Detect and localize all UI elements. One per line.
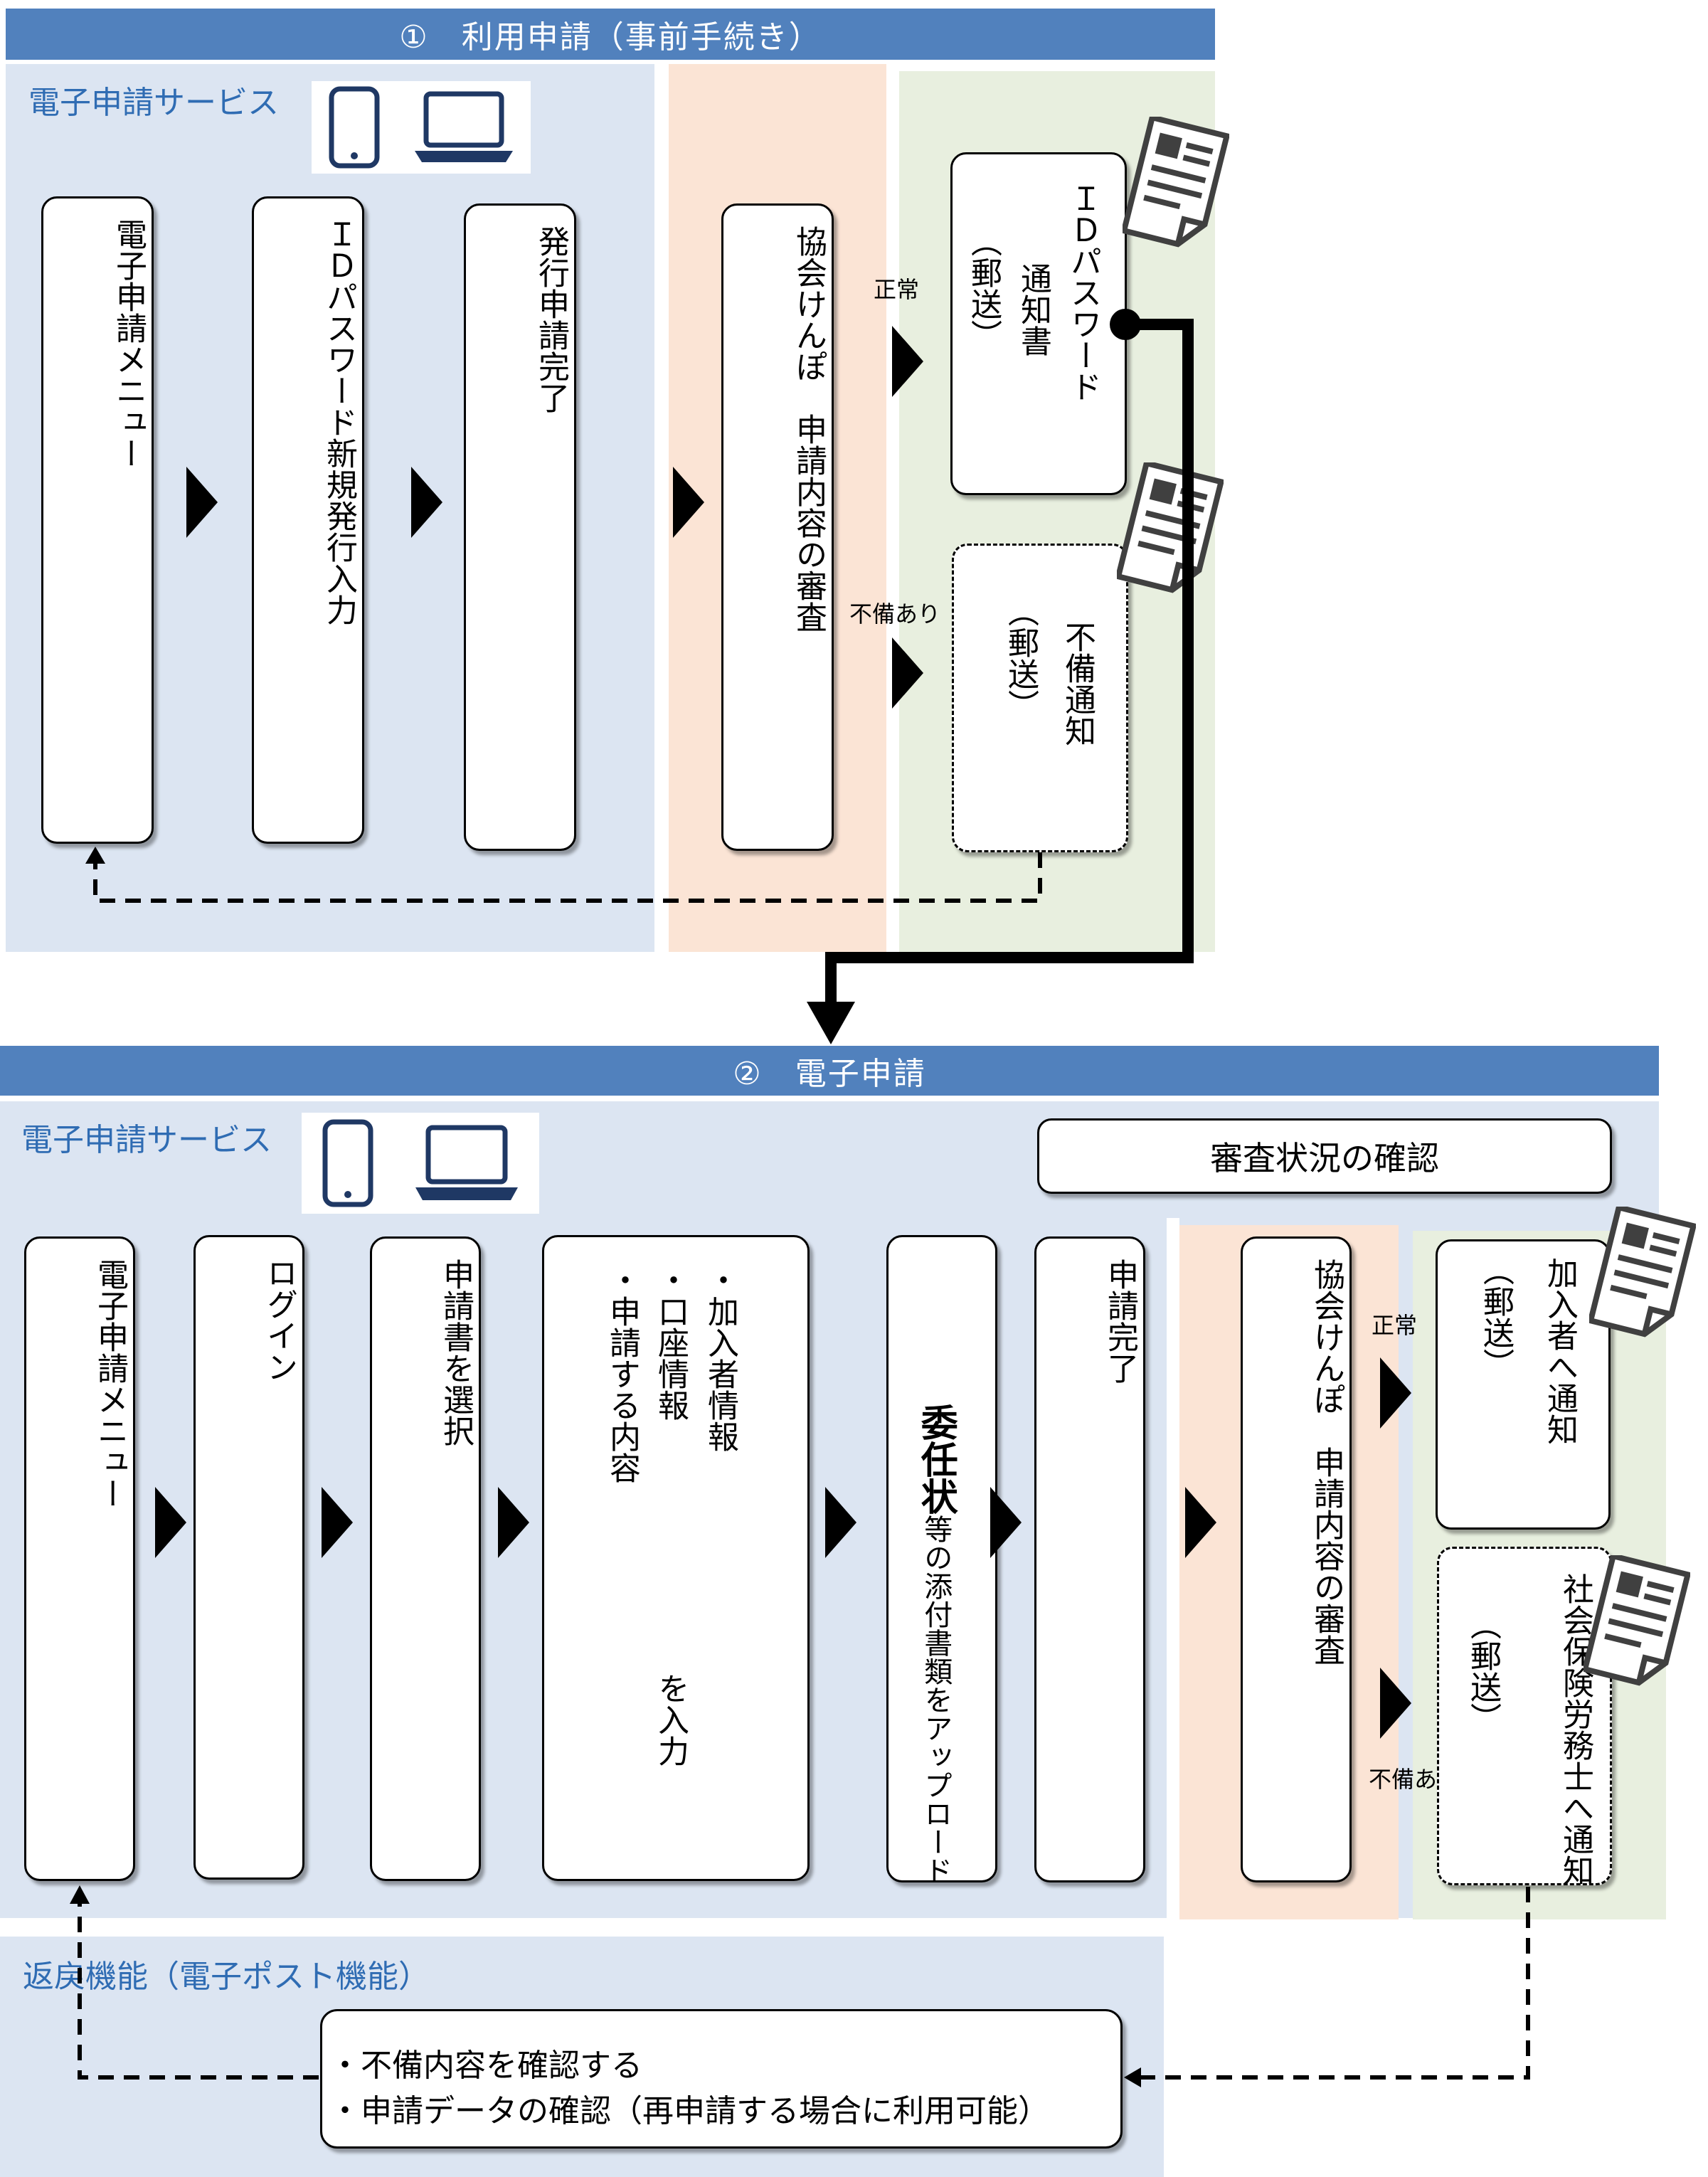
s2-sharoshi-notice-box[interactable]: 社会保険労務士へ通知 （郵送） <box>1437 1547 1612 1886</box>
document-icon <box>1584 1555 1690 1686</box>
s2-review-label: 協会けんぽ 申請内容の審査 <box>1308 1259 1344 1665</box>
s2-upload-bold: 委任状 <box>914 1404 958 1515</box>
s1-menu-label: 電子申請メニュー <box>110 218 147 469</box>
s1-id-input-label: ＩＤパスワード新規発行入力 <box>321 218 357 625</box>
s2-menu-box[interactable]: 電子申請メニュー <box>24 1236 135 1881</box>
s2-member-notice-box[interactable]: 加入者へ通知 （郵送） <box>1436 1239 1611 1530</box>
s2-login-box[interactable]: ログイン <box>193 1235 304 1880</box>
section2-white-gap <box>1167 1218 1179 1919</box>
document-icon <box>1123 117 1229 248</box>
section1-header: ① 利用申請（事前手続き） <box>6 9 1215 60</box>
s2-select-form-label: 申請書を選択 <box>437 1259 474 1446</box>
s2-apply-done-box[interactable]: 申請完了 <box>1034 1236 1145 1882</box>
s1-id-input-box[interactable]: ＩＤパスワード新規発行入力 <box>252 196 364 844</box>
s2-input-line1: ・加入者情報 <box>702 1264 738 1452</box>
section1-service-label: 電子申請サービス <box>28 85 279 121</box>
s2-arrow-1 <box>155 1487 186 1558</box>
review-status-label: 審査状況の確認 <box>1210 1139 1439 1177</box>
section2-devices <box>302 1113 539 1214</box>
s2-upload-box[interactable]: 委任状等の添付書類をアップロード <box>886 1235 997 1885</box>
s1-review-box[interactable]: 協会けんぽ 申請内容の審査 <box>721 203 834 851</box>
s2-input-line3: ・申請する内容 <box>604 1264 640 1483</box>
s1-arrow-3 <box>673 467 704 538</box>
s1-defect-notice-main: 不備通知 <box>1059 621 1096 746</box>
s1-defect-label: 不備あり <box>849 600 941 627</box>
s2-arrow-6 <box>1185 1487 1216 1558</box>
s2-input-box[interactable]: ・加入者情報 ・口座情報 ・申請する内容 を入力 <box>542 1235 810 1881</box>
s2-arrow-2 <box>322 1487 353 1558</box>
s1-review-label: 協会けんぽ 申請内容の審査 <box>790 226 827 632</box>
laptop-icon <box>415 1125 518 1200</box>
section1-header-text: ① 利用申請（事前手続き） <box>399 19 822 55</box>
return-item-1: ・不備内容を確認する <box>329 2048 642 2084</box>
s1-defect-notice-box[interactable]: 不備通知 （郵送） <box>952 544 1128 852</box>
return-item-2: ・申請データの確認（再申請する場合に利用可能） <box>329 2093 1049 2129</box>
laptop-icon <box>414 91 513 162</box>
section2-header: ② 電子申請 <box>0 1046 1659 1096</box>
s1-normal-label: 正常 <box>874 276 920 303</box>
s2-sharoshi-notice-mail: （郵送） <box>1465 1609 1501 1734</box>
s2-arrow-3 <box>498 1487 529 1558</box>
return-info-box[interactable]: ・不備内容を確認する ・申請データの確認（再申請する場合に利用可能） <box>320 2009 1123 2149</box>
s2-menu-label: 電子申請メニュー <box>92 1259 128 1509</box>
smartphone-icon <box>322 1119 373 1207</box>
s2-arrow-5 <box>990 1487 1022 1558</box>
s1-issue-done-box[interactable]: 発行申請完了 <box>464 203 576 851</box>
s2-normal-label: 正常 <box>1372 1312 1418 1339</box>
s2-apply-done-label: 申請完了 <box>1102 1259 1138 1384</box>
s1-arrow-normal <box>892 326 923 397</box>
s1-id-notice-box[interactable]: ＩＤパスワード 通知書 （郵送） <box>950 152 1127 495</box>
s1-arrow-1 <box>186 467 218 538</box>
s1-issue-done-label: 発行申請完了 <box>533 226 569 413</box>
s1-id-notice-mail: （郵送） <box>965 226 1002 351</box>
s2-member-notice-main: 加入者へ通知 <box>1542 1257 1578 1445</box>
s2-upload-rest: 等の添付書類をアップロード <box>919 1515 953 1885</box>
s2-input-tail: を入力 <box>652 1673 689 1767</box>
s2-arrow-defect <box>1380 1668 1411 1739</box>
document-icon <box>1589 1207 1696 1338</box>
return-feature-label: 返戻機能（電子ポスト機能） <box>23 1959 430 1995</box>
section1-devices <box>312 81 531 174</box>
s2-member-notice-mail: （郵送） <box>1478 1254 1514 1379</box>
s2-review-box[interactable]: 協会けんぽ 申請内容の審査 <box>1241 1236 1352 1882</box>
s1-defect-notice-mail: （郵送） <box>1002 595 1039 721</box>
s2-arrow-normal <box>1380 1357 1411 1429</box>
s2-sharoshi-notice-main: 社会保険労務士へ通知 <box>1557 1573 1593 1886</box>
smartphone-icon <box>329 86 379 169</box>
s1-arrow-2 <box>411 467 442 538</box>
s1-menu-box[interactable]: 電子申請メニュー <box>41 196 154 844</box>
section2-service-label: 電子申請サービス <box>21 1122 272 1158</box>
s2-select-form-box[interactable]: 申請書を選択 <box>370 1236 481 1881</box>
section2-header-text: ② 電子申請 <box>733 1056 926 1092</box>
s2-input-line2: ・口座情報 <box>652 1264 689 1421</box>
review-status-button[interactable]: 審査状況の確認 <box>1037 1118 1612 1194</box>
s1-id-notice-main: ＩＤパスワード <box>1065 183 1101 402</box>
s2-upload-label: 委任状等の添付書類をアップロード <box>889 1259 995 1885</box>
s2-login-label: ログイン <box>261 1257 297 1382</box>
s1-connectors <box>85 309 1194 1044</box>
s2-arrow-4 <box>825 1487 856 1558</box>
s1-id-notice-sub: 通知書 <box>1015 263 1051 356</box>
s1-arrow-defect <box>892 637 923 709</box>
